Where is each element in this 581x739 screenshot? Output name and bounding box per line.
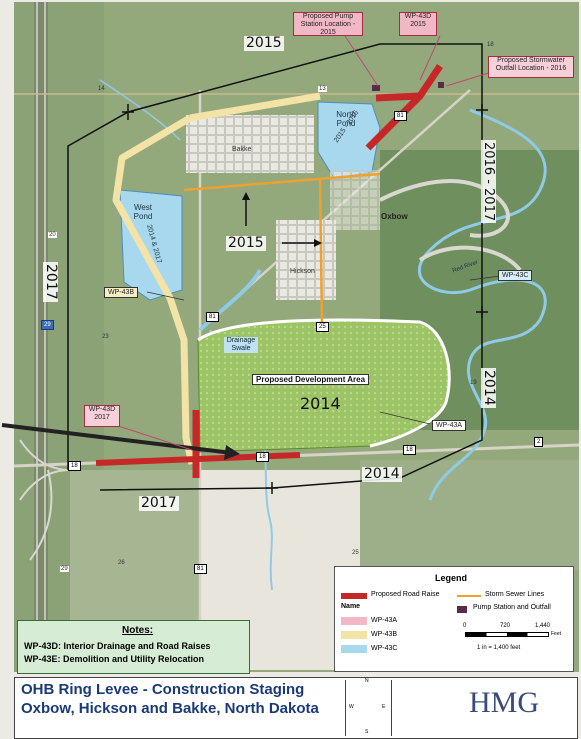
interstate-29 — [34, 2, 48, 672]
section-13: 13 — [318, 86, 327, 92]
notes-line-1: WP-43D: Interior Drainage and Road Raise… — [24, 641, 211, 651]
legend-name-header: Name — [341, 603, 361, 610]
levee-wp43c-west — [198, 269, 262, 332]
compass-s-label: S — [365, 729, 369, 735]
legend-title: Legend — [435, 573, 468, 583]
road-81-mid-shield: 81 — [206, 312, 219, 322]
title-divider-2 — [391, 680, 392, 736]
legend-scale-max: 1,440 — [535, 623, 551, 629]
hmg-logo-text: HMG — [469, 686, 540, 719]
legend-wp43c-swatch — [341, 645, 367, 653]
notes-line-2: WP-43E: Demolition and Utility Relocatio… — [24, 654, 205, 664]
legend-storm-sewer: Storm Sewer Lines — [485, 591, 545, 598]
interstate-29-shield: 29 — [41, 320, 54, 330]
wp43d-left-callout: WP-43D 2017 — [84, 405, 120, 427]
legend-scale-mid: 720 — [500, 623, 511, 629]
legend-pump-swatch — [457, 606, 467, 613]
west-pond-label: West Pond — [133, 203, 153, 221]
outfall-icon — [438, 82, 444, 88]
legend-scale-unit: Feet — [551, 631, 562, 637]
oxbow-streets — [379, 179, 510, 238]
legend-road-raise: Proposed Road Raise — [371, 591, 440, 598]
wp43d-top-callout: WP-43D 2015 — [399, 12, 437, 36]
storm-sewer-east-west — [183, 172, 381, 192]
compass-e-label: E — [382, 704, 386, 710]
legend-storm-sewer-swatch — [457, 595, 481, 597]
legend: Legend Proposed Road Raise Storm Sewer L… — [334, 566, 574, 672]
section-20: 20 — [48, 232, 57, 238]
legend-wp43a-swatch — [341, 617, 367, 625]
year-2017-bottom: 2017 — [139, 495, 179, 511]
interchange — [19, 439, 71, 561]
town-bakke-label: Bakke — [232, 146, 252, 153]
legend-wp43a: WP-43A — [371, 617, 398, 624]
section-26: 26 — [118, 560, 125, 566]
legend-wp43b: WP-43B — [371, 631, 398, 638]
year-2014-bottom: 2014 — [362, 466, 402, 482]
section-19: 19 — [470, 380, 477, 386]
notes-box: Notes: WP-43D: Interior Drainage and Roa… — [17, 620, 250, 674]
road-25-shield: 25 — [316, 322, 329, 332]
north-pond-label: North Pond — [336, 110, 356, 128]
notes-title: Notes: — [122, 625, 154, 636]
town-hickson-label: Hickson — [290, 268, 315, 275]
road-18-right-shield: 18 — [403, 445, 416, 455]
section-14: 14 — [98, 86, 105, 92]
year-2016-2017-right: 2016 - 2017 — [481, 140, 496, 224]
legend-wp43c: WP-43C — [371, 645, 398, 652]
wp43c-label: WP-43C — [498, 270, 533, 281]
phase-break-south — [266, 482, 278, 494]
road-2-shield: 2 — [534, 437, 544, 447]
pump-station-callout: Proposed Pump Station Location - 2015 — [293, 12, 363, 36]
legend-pump-station: Pump Station and Outfall — [473, 604, 551, 611]
year-2015-middle: 2015 — [226, 235, 266, 251]
road-18-left-shield: 18 — [68, 461, 81, 471]
year-2015-top: 2015 — [244, 35, 284, 51]
section-29: 29 — [60, 566, 69, 572]
wp43b-label: WP-43B — [104, 287, 139, 298]
development-area-label: Proposed Development Area — [252, 374, 370, 385]
levee-wp43b — [112, 92, 321, 465]
section-23: 23 — [102, 334, 109, 340]
road-18-center-shield: 18 — [256, 452, 269, 462]
road-81-bottom-shield: 81 — [194, 564, 207, 574]
year-2014-right: 2014 — [481, 368, 497, 408]
title-divider-1 — [345, 680, 346, 736]
compass-w-label: W — [349, 704, 354, 710]
town-oxbow-label: Oxbow — [381, 212, 408, 221]
pump-station-icon — [372, 85, 380, 91]
levee-wp43a — [197, 318, 451, 448]
legend-wp43b-swatch — [341, 631, 367, 639]
year-2017-left: 2017 — [43, 262, 59, 302]
drainage-swale-label: Drainage Swale — [224, 337, 258, 353]
phase-boundary — [67, 43, 483, 491]
section-18: 18 — [487, 42, 494, 48]
year-2014-development: 2014 — [300, 394, 341, 413]
wp43a-label: WP-43A — [432, 420, 467, 431]
legend-scale-zero: 0 — [463, 623, 467, 629]
legend-scale-ratio: 1 in = 1,400 feet — [477, 645, 521, 651]
title-line-2: Oxbow, Hickson and Bakke, North Dakota — [21, 700, 319, 717]
legend-road-raise-swatch — [341, 593, 367, 599]
title-block: OHB Ring Levee - Construction Staging Ox… — [14, 677, 578, 739]
road-raise-north — [365, 64, 443, 151]
site-arrow — [1, 423, 233, 455]
road-81-top-shield: 81 — [394, 111, 407, 121]
phase-break-west — [122, 104, 134, 120]
compass-n-label: N — [365, 678, 369, 684]
title-line-1: OHB Ring Levee - Construction Staging — [21, 681, 305, 698]
bakke-blocks — [186, 115, 314, 173]
legend-scale-bar — [465, 632, 549, 637]
section-25: 25 — [352, 550, 359, 556]
phase-break-east — [476, 306, 488, 318]
storm-sewer-north-south — [318, 177, 324, 325]
hickson-blocks — [276, 220, 336, 300]
stormwater-outfall-callout: Proposed Stormwater Outfall Location - 2… — [488, 56, 574, 78]
